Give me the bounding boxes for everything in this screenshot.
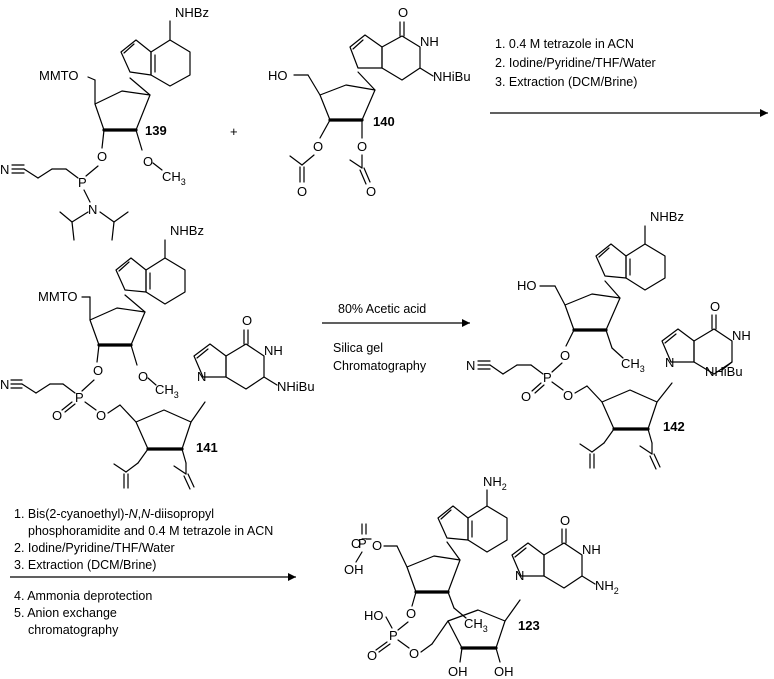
step1-condition-3: 3. Extraction (DCM/Brine)	[495, 75, 637, 89]
ribose-ring	[94, 77, 151, 132]
o-label: O	[560, 348, 570, 363]
p-label: P	[75, 390, 84, 405]
step2-workup-1: Silica gel	[333, 341, 383, 355]
ch3-label: CH3	[621, 356, 645, 374]
n-label: N	[88, 202, 97, 217]
compound-number: 140	[373, 114, 395, 129]
nhbz-label: NHBz	[170, 223, 204, 238]
compound-140: O NH NHiBu HO 140 O O O O	[268, 5, 471, 199]
ho-label: HO	[364, 608, 384, 623]
step2-arrow: 80% Acetic acid Silica gel Chromatograph…	[322, 302, 470, 373]
ch3-label: CH3	[464, 616, 488, 634]
oh-label: OH	[344, 562, 364, 577]
phosphoryl-o-label: O	[521, 389, 531, 404]
o-label: O	[406, 606, 416, 621]
ho-label: HO	[517, 278, 537, 293]
step3-condition-4: 4. Ammonia deprotection	[14, 589, 152, 603]
step3-condition-5: 5. Anion exchange	[14, 606, 117, 620]
keto-o-label: O	[242, 313, 252, 328]
carbonyl-o-label: O	[366, 184, 376, 199]
n-label: N	[515, 568, 524, 583]
nhibu-label: NHiBu	[277, 379, 315, 394]
nitrile-n-label: N	[0, 377, 9, 392]
phosphoryl-o-label: O	[367, 648, 377, 663]
adenine-base	[120, 20, 191, 87]
guanine-base	[349, 21, 434, 81]
step2-workup-2: Chromatography	[333, 359, 427, 373]
step3-condition-5-cont: chromatography	[28, 623, 119, 637]
n-label: N	[665, 355, 674, 370]
nh2-label: NH2	[483, 474, 507, 492]
step1-arrow: 1. 0.4 M tetrazole in ACN 2. Iodine/Pyri…	[490, 37, 768, 117]
phosphoryl-o-label: O	[52, 408, 62, 423]
compound-number: 141	[196, 440, 218, 455]
o-label: O	[97, 149, 107, 164]
p-label: P	[358, 536, 367, 551]
nh-label: NH	[420, 34, 439, 49]
keto-o-label: O	[560, 513, 570, 528]
step3-arrow: 1. Bis(2-cyanoethyl)-N,N-diisopropyl pho…	[10, 507, 296, 637]
oh-label: OH	[448, 664, 468, 679]
step3-condition-3: 3. Extraction (DCM/Brine)	[14, 558, 156, 572]
compound-number: 139	[145, 123, 167, 138]
step2-reagent: 80% Acetic acid	[338, 302, 426, 316]
nhibu-label: NHiBu	[705, 364, 743, 379]
p-label: P	[389, 628, 398, 643]
n-label: N	[197, 369, 206, 384]
o-label: O	[409, 646, 419, 661]
compound-142: NHBz HO O CH3 P N O O O	[466, 209, 751, 470]
compound-123: NH2 O O− P OH O CH3 P HO O O	[344, 474, 619, 679]
keto-o-label: O	[398, 5, 408, 20]
p-label: P	[543, 370, 552, 385]
ch3-label: CH3	[162, 169, 186, 187]
step1-condition-2: 2. Iodine/Pyridine/THF/Water	[495, 56, 656, 70]
keto-o-label: O	[710, 299, 720, 314]
nhibu-label: NHiBu	[433, 69, 471, 84]
step1-condition-1: 1. 0.4 M tetrazole in ACN	[495, 37, 634, 51]
ome-label: O	[143, 154, 153, 169]
oh-label: OH	[494, 664, 514, 679]
compound-141: NHBz MMTO O O CH3 P N O O	[0, 223, 315, 490]
compound-number: 142	[663, 419, 685, 434]
o-label: O	[372, 538, 382, 553]
nh2-label: NH2	[595, 578, 619, 596]
ch3-label: CH3	[155, 382, 179, 400]
plus-sign: +	[230, 124, 238, 139]
step3-condition-2: 2. Iodine/Pyridine/THF/Water	[14, 541, 175, 555]
nh-label: NH	[732, 328, 751, 343]
nitrile-n-label: N	[0, 162, 9, 177]
acetyl-o-label: O	[313, 139, 323, 154]
phosphate-anion-label: O−	[351, 534, 367, 551]
step3-condition-1-cont: phosphoramidite and 0.4 M tetrazole in A…	[28, 524, 273, 538]
acetyl-o-label: O	[357, 139, 367, 154]
o-label: O	[96, 408, 106, 423]
mmto-label: MMTO	[39, 68, 78, 83]
nhbz-label: NHBz	[650, 209, 684, 224]
step3-condition-1: 1. Bis(2-cyanoethyl)-N,N-diisopropyl	[14, 507, 214, 521]
o-label: O	[93, 363, 103, 378]
p-label: P	[78, 175, 87, 190]
nh-label: NH	[264, 343, 283, 358]
mmto-label: MMTO	[38, 289, 77, 304]
ho-label: HO	[268, 68, 288, 83]
ome-label: O	[138, 369, 148, 384]
o-label: O	[563, 388, 573, 403]
nh-label: NH	[582, 542, 601, 557]
nhbz-label: NHBz	[175, 5, 209, 20]
compound-number: 123	[518, 618, 540, 633]
compound-139: NHBz MMTO 139 O O CH3 P N	[0, 5, 238, 241]
carbonyl-o-label: O	[297, 184, 307, 199]
nitrile-n-label: N	[466, 358, 475, 373]
